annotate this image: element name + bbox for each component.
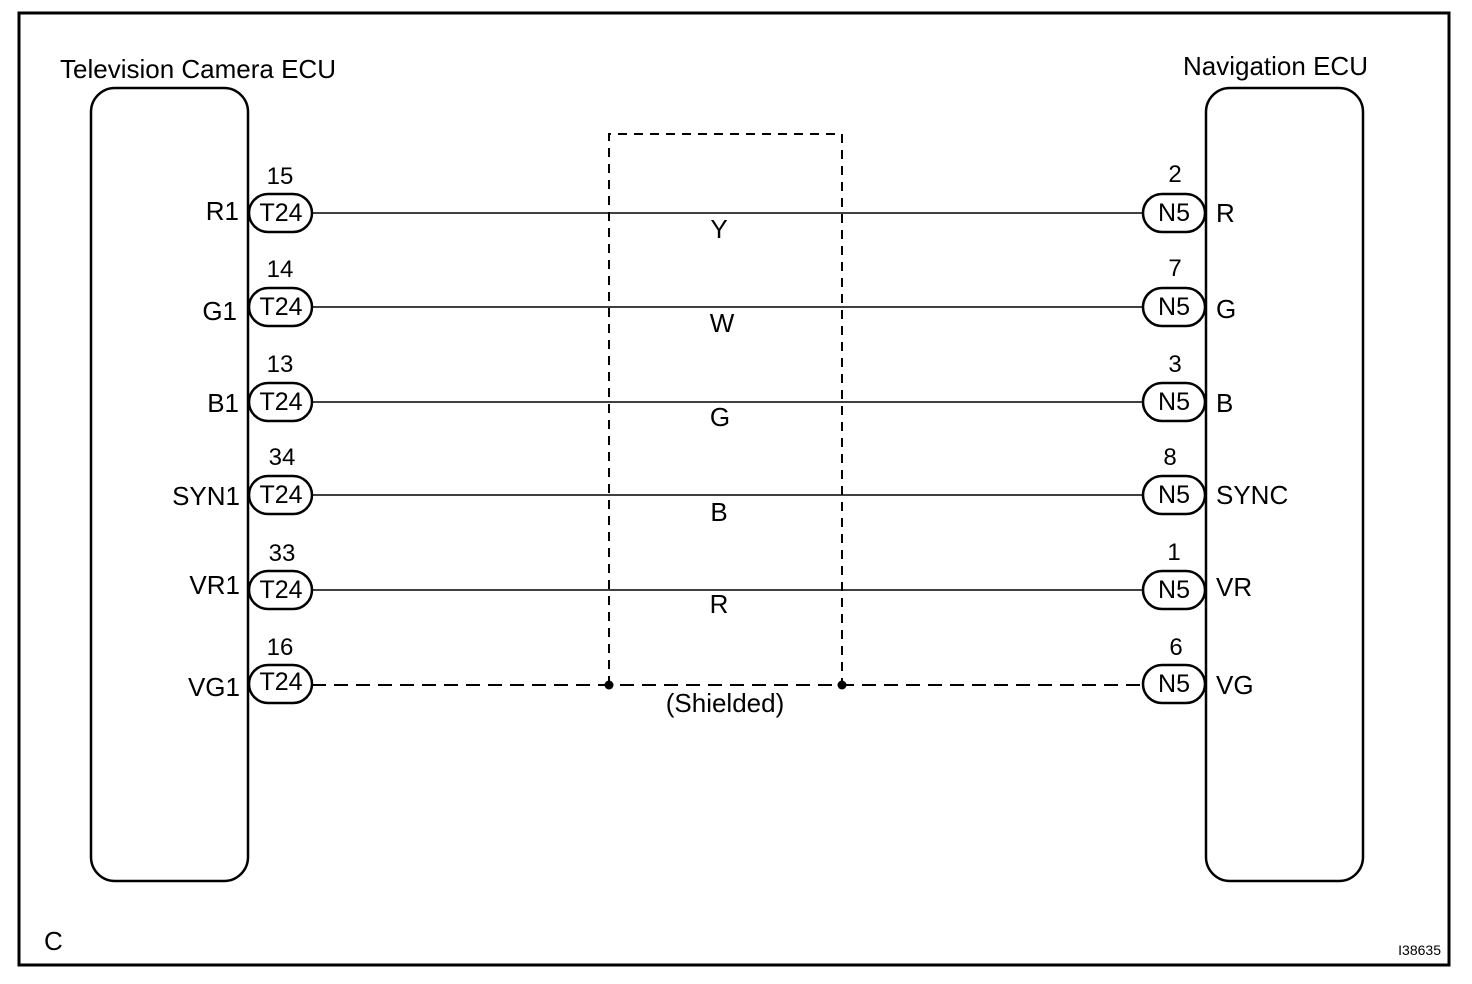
- right-pin-signal: VG: [1216, 670, 1254, 700]
- shield-box: [608, 133, 843, 685]
- right-connector-id: N5: [1158, 199, 1190, 227]
- left-pin-signal: VR1: [189, 570, 240, 600]
- wire-color-2: W: [710, 308, 735, 338]
- right-pin-signal: B: [1216, 388, 1233, 418]
- left-pin-row-4: 34 T24 SYN1: [172, 444, 314, 516]
- shield-junction-right: [837, 680, 847, 690]
- wire-color-4: B: [710, 497, 727, 527]
- left-connector-id: T24: [259, 576, 302, 604]
- left-pin-number: 14: [267, 256, 294, 283]
- left-pin-number: 34: [269, 444, 296, 471]
- right-pin-signal: R: [1216, 198, 1235, 228]
- left-connector-id: T24: [259, 481, 302, 509]
- left-pin-row-6: 16 T24 VG1: [188, 634, 314, 705]
- right-pin-row-2: 7 N5 G: [1141, 255, 1236, 328]
- left-connector-id: T24: [259, 293, 302, 321]
- wire-color-1: Y: [710, 214, 727, 244]
- right-connector-oval: [1141, 381, 1207, 423]
- right-connector-id: N5: [1158, 388, 1190, 416]
- left-connector-oval: [247, 569, 314, 611]
- right-connector-oval: [1141, 663, 1207, 705]
- wire-color-3: G: [710, 402, 730, 432]
- right-connector-id: N5: [1158, 670, 1190, 698]
- shield-junction-left: [604, 680, 614, 690]
- left-pin-row-3: 13 T24 B1: [207, 351, 314, 423]
- shield-label: (Shielded): [666, 688, 785, 718]
- right-pin-row-4: 8 N5 SYNC: [1141, 444, 1288, 516]
- right-pin-signal: VR: [1216, 572, 1252, 602]
- right-pin-number: 3: [1168, 351, 1181, 378]
- left-pin-number: 13: [267, 351, 294, 378]
- right-pin-number: 8: [1163, 444, 1176, 471]
- right-connector-id: N5: [1158, 293, 1190, 321]
- left-connector-oval: [247, 286, 314, 328]
- right-connector-oval: [1141, 474, 1207, 516]
- right-pin-signal: SYNC: [1216, 480, 1288, 510]
- corner-label: C: [44, 926, 63, 956]
- left-pin-signal: B1: [207, 388, 239, 418]
- left-connector-id: T24: [259, 388, 302, 416]
- left-pin-signal: G1: [202, 296, 237, 326]
- right-connector-id: N5: [1158, 481, 1190, 509]
- right-connector-id: N5: [1158, 576, 1190, 604]
- left-connector-id: T24: [259, 199, 302, 227]
- left-connector-oval: [247, 474, 314, 516]
- left-ecu-title: Television Camera ECU: [60, 54, 336, 84]
- wire-color-5: R: [710, 589, 729, 619]
- right-pin-row-1: 2 N5 R: [1141, 161, 1235, 234]
- right-pin-row-6: 6 N5 VG: [1141, 634, 1254, 705]
- left-pin-signal: R1: [206, 196, 239, 226]
- right-ecu-body: [1204, 86, 1365, 883]
- left-pin-row-5: 33 T24 VR1: [189, 540, 314, 611]
- right-pin-number: 7: [1168, 255, 1181, 282]
- left-pin-number: 16: [267, 634, 294, 661]
- right-pin-signal: G: [1216, 294, 1236, 324]
- diagram-frame: [17, 11, 1451, 967]
- left-connector-oval: [247, 381, 314, 423]
- left-connector-oval: [247, 192, 314, 234]
- left-pin-row-2: 14 T24 G1: [202, 256, 314, 328]
- left-pin-number: 15: [267, 163, 294, 190]
- figure-id: I38635: [1398, 942, 1441, 958]
- right-pin-number: 1: [1167, 539, 1180, 566]
- right-connector-oval: [1141, 286, 1207, 328]
- left-pin-row-1: 15 T24 R1: [206, 163, 314, 234]
- right-pin-row-5: 1 N5 VR: [1141, 539, 1252, 611]
- right-pin-number: 6: [1169, 634, 1182, 661]
- left-connector-oval: [247, 663, 314, 705]
- right-pin-row-3: 3 N5 B: [1141, 351, 1233, 423]
- left-connector-id: T24: [259, 668, 302, 696]
- left-ecu-body: [89, 86, 250, 883]
- right-connector-oval: [1141, 569, 1207, 611]
- right-connector-oval: [1141, 192, 1207, 234]
- right-ecu-title: Navigation ECU: [1183, 51, 1368, 81]
- left-pin-signal: VG1: [188, 672, 240, 702]
- right-pin-number: 2: [1168, 161, 1181, 188]
- left-pin-signal: SYN1: [172, 481, 240, 511]
- left-pin-number: 33: [269, 540, 296, 567]
